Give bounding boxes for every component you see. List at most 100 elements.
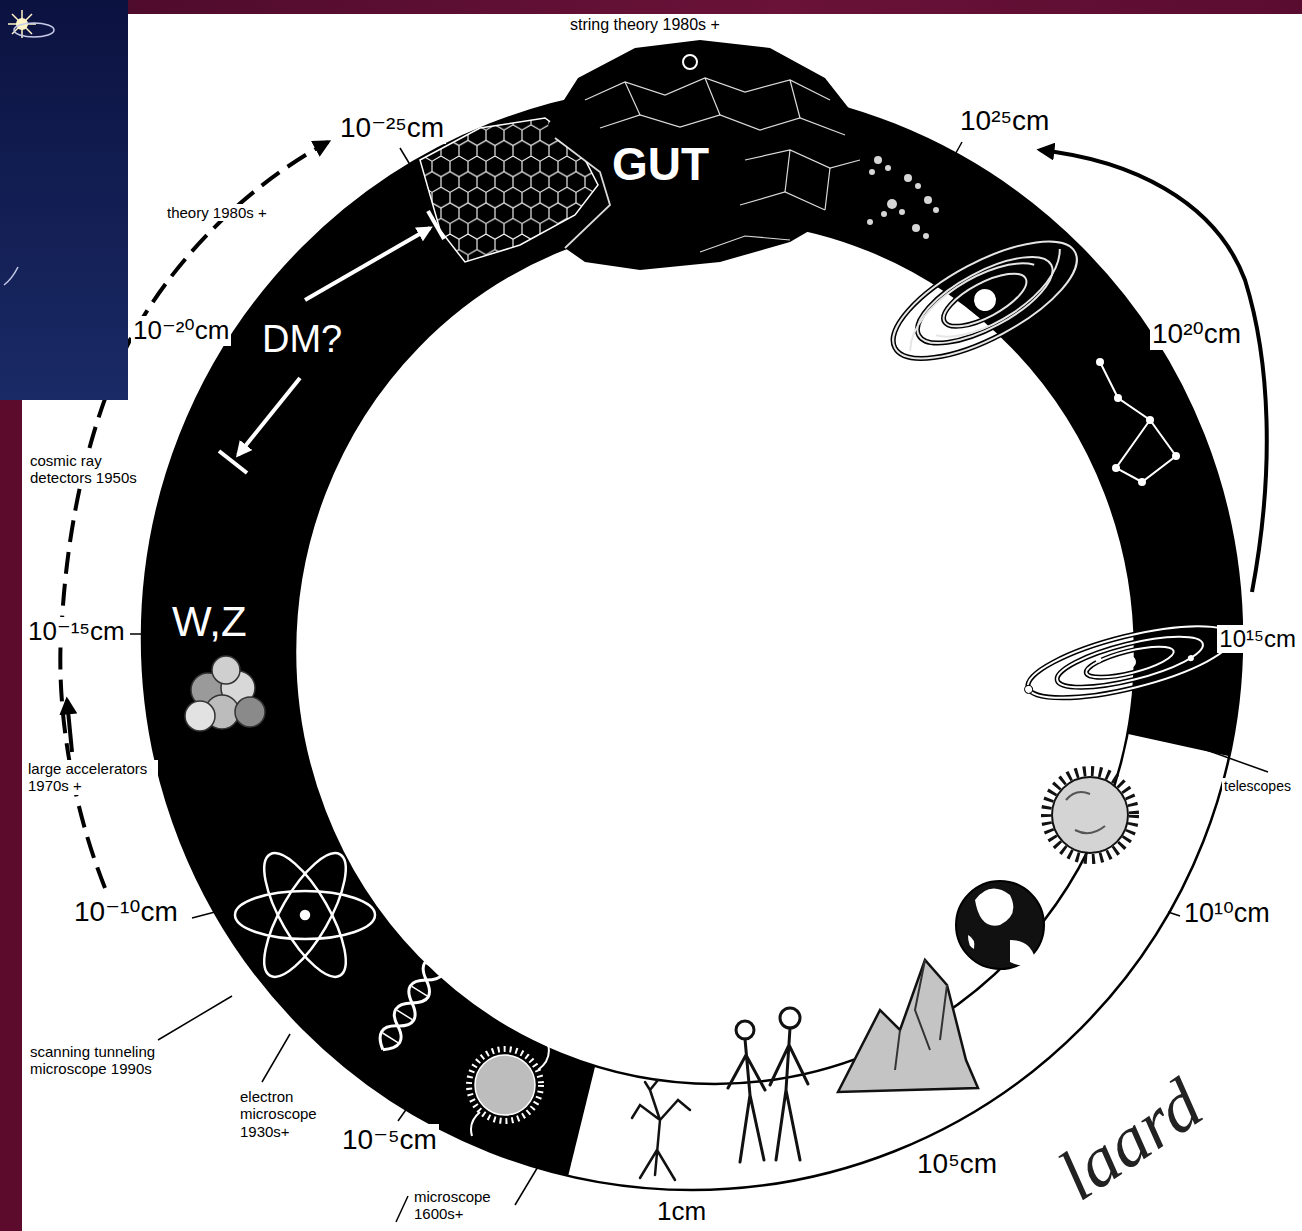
spiral-galaxy xyxy=(936,263,1033,336)
serpent-head xyxy=(745,150,860,168)
solar-system xyxy=(1022,611,1238,712)
solar-system xyxy=(1022,611,1238,712)
atom-drawing xyxy=(301,911,309,919)
dark-matter-arrows xyxy=(428,211,444,239)
range-arrow xyxy=(60,142,1266,888)
constellation xyxy=(1100,362,1176,482)
human-figures xyxy=(780,1008,800,1028)
scale-label: 10⁻¹⁵cm xyxy=(26,617,127,647)
leader-line xyxy=(158,996,232,1040)
scale-label: 1cm xyxy=(655,1198,708,1224)
scale-label: 10¹⁰cm xyxy=(1182,898,1272,929)
serpent-head xyxy=(585,78,830,100)
constellation xyxy=(1096,358,1104,366)
mantis-drawing xyxy=(632,1080,690,1180)
constellation xyxy=(1096,358,1180,486)
range-arrow xyxy=(67,700,72,752)
leader-line xyxy=(400,148,412,168)
bacterium-drawing xyxy=(469,1044,549,1136)
nucleus-drawing xyxy=(185,701,215,731)
galaxy-cluster xyxy=(915,183,921,189)
spiral-galaxy xyxy=(970,285,1000,315)
spiral-galaxy xyxy=(877,219,1093,382)
figure-panel xyxy=(22,14,1302,1231)
scale-label: 10⁻⁵cm xyxy=(340,1124,439,1156)
inset-picture xyxy=(14,23,54,37)
sun-drawing xyxy=(1066,792,1105,833)
solar-system xyxy=(1095,656,1102,663)
scale-label: 10¹⁵cm xyxy=(1217,625,1298,653)
human-figures xyxy=(770,1028,808,1160)
bacterium-drawing xyxy=(469,1049,541,1121)
leader-line xyxy=(192,912,215,918)
human-figures xyxy=(736,1021,754,1039)
leader-line xyxy=(262,1034,290,1082)
dark-matter-arrows xyxy=(238,378,300,455)
bacterium-drawing xyxy=(471,1044,549,1136)
serpent-head xyxy=(548,40,865,270)
galaxy-cluster xyxy=(899,209,905,215)
nucleus-drawing xyxy=(185,656,265,731)
sun-drawing xyxy=(1046,771,1134,859)
nucleus-drawing xyxy=(235,697,265,727)
instrument-label: microscope 1600s+ xyxy=(412,1188,506,1223)
dark-matter-arrows xyxy=(219,211,444,473)
mantis-drawing xyxy=(632,1080,690,1180)
mountain-drawing xyxy=(838,960,978,1092)
band-label: GUT xyxy=(612,138,709,191)
earth-drawing xyxy=(956,881,1044,969)
constellation xyxy=(1114,394,1122,402)
instrument-label: cosmic ray detectors 1950s xyxy=(28,452,144,487)
leader-line xyxy=(1168,912,1180,916)
instrument-label: theory 1980s + xyxy=(165,204,269,221)
leader-line xyxy=(130,633,144,635)
signature: laard xyxy=(1043,1063,1216,1217)
constellation xyxy=(1138,478,1146,486)
dna-helix xyxy=(374,951,450,1055)
atom-drawing xyxy=(235,891,375,939)
galaxy-cluster xyxy=(904,174,912,182)
human-figures xyxy=(728,1039,765,1162)
spiral-galaxy xyxy=(936,263,1033,336)
everyday-scale-sector xyxy=(485,640,1302,1231)
earth-drawing xyxy=(1010,940,1035,965)
solar-system xyxy=(1123,655,1138,670)
range-arrow xyxy=(1040,150,1267,592)
spiral-galaxy xyxy=(877,219,1093,382)
leader-line xyxy=(398,1104,410,1121)
serpent-head xyxy=(548,40,865,270)
leader-line xyxy=(130,142,1268,1222)
spiral-galaxy xyxy=(927,249,1076,351)
dark-matter-arrows xyxy=(305,228,430,300)
spiral-galaxy xyxy=(877,219,1093,382)
galaxy-cluster xyxy=(885,165,891,171)
serpent-head xyxy=(683,55,697,69)
nucleus-drawing xyxy=(212,656,240,684)
dna-helix xyxy=(374,951,450,1055)
scale-label: 10²⁵cm xyxy=(958,105,1051,137)
constellation xyxy=(1172,452,1180,460)
spiral-galaxy xyxy=(894,249,1043,351)
galaxy-cluster xyxy=(933,207,939,213)
galaxy-cluster xyxy=(924,196,932,204)
instrument-label: large accelerators 1970s + xyxy=(26,760,158,795)
instrument-label: scanning tunneling microscope 1990s xyxy=(28,1043,182,1078)
scale-label: 10²⁰cm xyxy=(1150,318,1243,350)
earth-drawing xyxy=(956,881,1044,969)
slide-band xyxy=(0,0,1302,14)
galaxy-cluster xyxy=(912,224,920,232)
dna-helix xyxy=(374,951,450,1055)
earth-drawing xyxy=(975,889,1013,926)
scale-label: 10⁻²⁰cm xyxy=(131,316,231,346)
galaxy-cluster xyxy=(923,233,929,239)
sun-drawing xyxy=(1046,771,1134,859)
constellation xyxy=(1096,358,1180,486)
serpent-head xyxy=(555,78,860,252)
leader-line xyxy=(1132,346,1145,352)
leader-line xyxy=(396,1196,408,1222)
spiral-galaxy xyxy=(877,219,1093,382)
galaxy-cluster xyxy=(881,211,887,217)
galaxy-cluster xyxy=(867,156,939,239)
dark-matter-arrows xyxy=(219,451,247,473)
